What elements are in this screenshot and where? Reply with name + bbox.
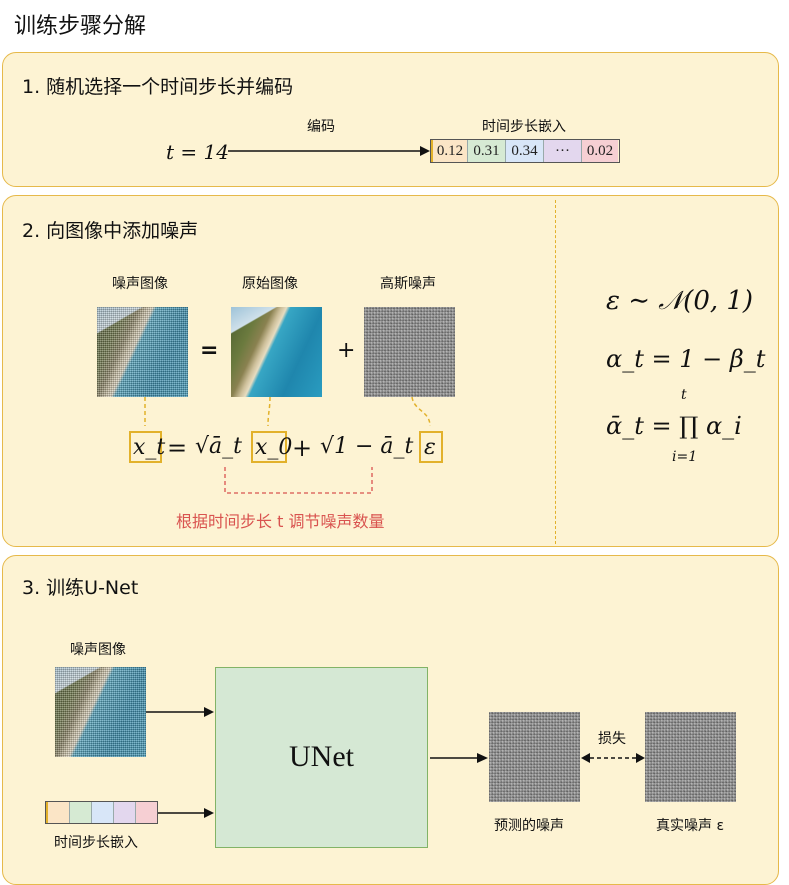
section-1-panel [2,52,779,187]
embedding-cell-2: 0.31 [468,140,506,162]
embedding-vector: 0.12 0.31 0.34 ··· 0.02 [430,139,620,163]
encode-arrow [228,146,430,156]
embedding-label: 时间步长嵌入 [482,119,566,135]
s3-embedding-cell-1 [46,802,70,823]
s3-noisy-image-label: 噪声图像 [70,642,126,658]
embedding-cell-3: 0.34 [506,140,544,162]
section-3-title: 3. 训练U-Net [22,577,139,599]
section-2-divider [555,200,556,544]
page-title: 训练步骤分解 [14,14,147,39]
embedding-cell-4: ··· [544,140,582,162]
unet-block: UNet [215,667,428,848]
loss-label: 损失 [598,731,626,747]
timestep-t-label: t = 14 [166,140,229,164]
formula-eq: = [167,434,188,462]
formula-sqrt-one-minus: √1 − ā_t [320,434,414,459]
product-upper-limit: t [681,387,687,403]
embedding-cell-1: 0.12 [431,140,468,162]
eps-box [419,431,443,463]
s3-embedding-cell-3 [92,802,114,823]
formula-sqrt-abar: √ā_t [195,434,242,459]
connector-lines [144,396,431,494]
formula-x0: x_0 [255,435,293,460]
x0-box [251,431,287,463]
original-image-label: 原始图像 [242,276,298,292]
s3-noisy-image [55,667,146,757]
alpha-bar-formula: ᾱ_t = ∏ α_i [606,412,742,440]
s3-embedding-cell-2 [70,802,92,823]
formula-plus: + [292,434,313,462]
xt-box [129,431,162,463]
section-2-title: 2. 向图像中添加噪声 [22,220,199,242]
true-noise-image [645,712,736,802]
s3-arrows [146,707,488,818]
plus-sign: + [337,338,356,363]
noisy-image [97,307,188,397]
s3-embedding-vector [45,801,158,824]
original-image [231,307,322,397]
eps-distribution-formula: ε ∼ 𝒩(0, 1) [606,286,754,316]
predicted-noise-label: 预测的噪声 [494,818,564,834]
unet-label: UNet [289,740,354,773]
gaussian-noise-image [364,307,455,397]
equals-sign: = [200,338,219,363]
section-1-title: 1. 随机选择一个时间步长并编码 [22,76,294,98]
encode-label: 编码 [307,119,335,135]
formula-xt: x_t [133,435,166,460]
loss-arrow [581,753,645,763]
formula-eps: ε [424,435,436,460]
noise-amount-note: 根据时间步长 t 调节噪声数量 [176,512,385,531]
s3-embedding-cell-4 [114,802,136,823]
alpha-formula: α_t = 1 − β_t [606,345,766,373]
product-lower-limit: i=1 [672,449,698,465]
s3-embedding-cell-5 [136,802,157,823]
s3-embedding-label: 时间步长嵌入 [54,835,138,851]
predicted-noise-image [489,712,580,802]
embedding-cell-5: 0.02 [582,140,618,162]
noisy-image-label: 噪声图像 [112,276,168,292]
true-noise-label: 真实噪声 ε [656,818,725,834]
gaussian-noise-label: 高斯噪声 [380,276,436,292]
